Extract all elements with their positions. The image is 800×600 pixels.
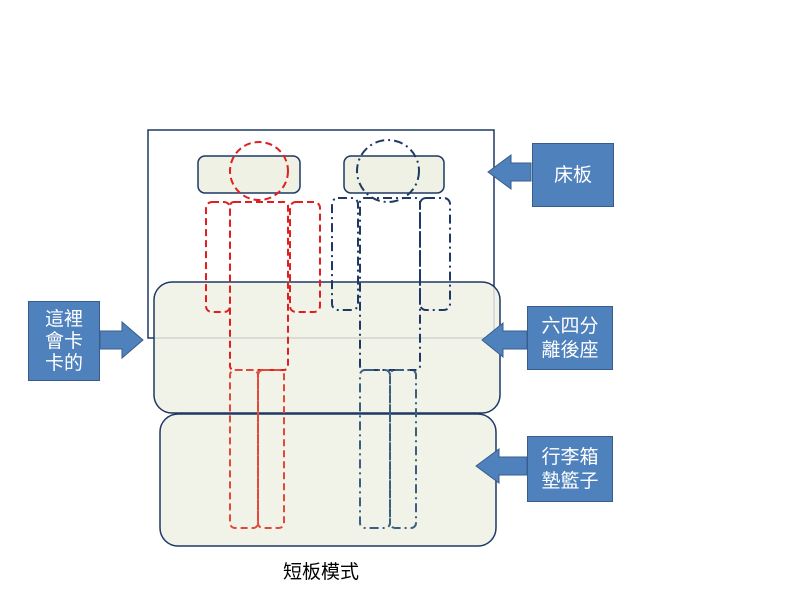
person-right [331,139,451,371]
rear-seat-line-1: 六四分 [541,315,599,337]
person-left-torso [229,201,289,371]
pillow-right [343,155,445,194]
person-right-leg-right [389,369,417,529]
person-right-legs [359,369,417,529]
arrow-stuck-here [99,320,144,360]
luggage-label: 行李箱 墊籃子 [527,436,613,502]
stuck-here-label: 這裡 會卡 卡的 [28,301,100,381]
pillow-left [197,155,301,194]
person-left [205,141,321,371]
luggage-line-1: 行李箱 [541,446,599,468]
diagram-caption: 短板模式 [282,561,359,583]
person-left-arm-right [289,201,321,313]
bed-board-label: 床板 [532,143,614,207]
person-left-head [229,141,289,201]
rear-seat-line-2: 離後座 [541,339,599,361]
luggage-zone [159,413,497,547]
person-right-torso [359,197,421,371]
person-right-head [356,139,420,203]
person-left-legs [229,369,285,529]
luggage-line-2: 墊籃子 [541,470,599,492]
stuck-here-line-1: 這裡 [44,308,83,330]
person-right-arm-right [419,197,451,311]
rear-seat-label: 六四分 離後座 [527,306,613,370]
rear-seat-zone [153,281,501,414]
person-left-leg-right [257,369,285,529]
stuck-here-line-2: 會卡 [44,330,83,352]
stuck-here-line-3: 卡的 [44,352,83,374]
arrow-bed-board [487,154,532,190]
person-right-leg-left [359,369,391,529]
bed-board-text: 床板 [553,164,592,186]
person-right-arm-left [331,197,359,311]
